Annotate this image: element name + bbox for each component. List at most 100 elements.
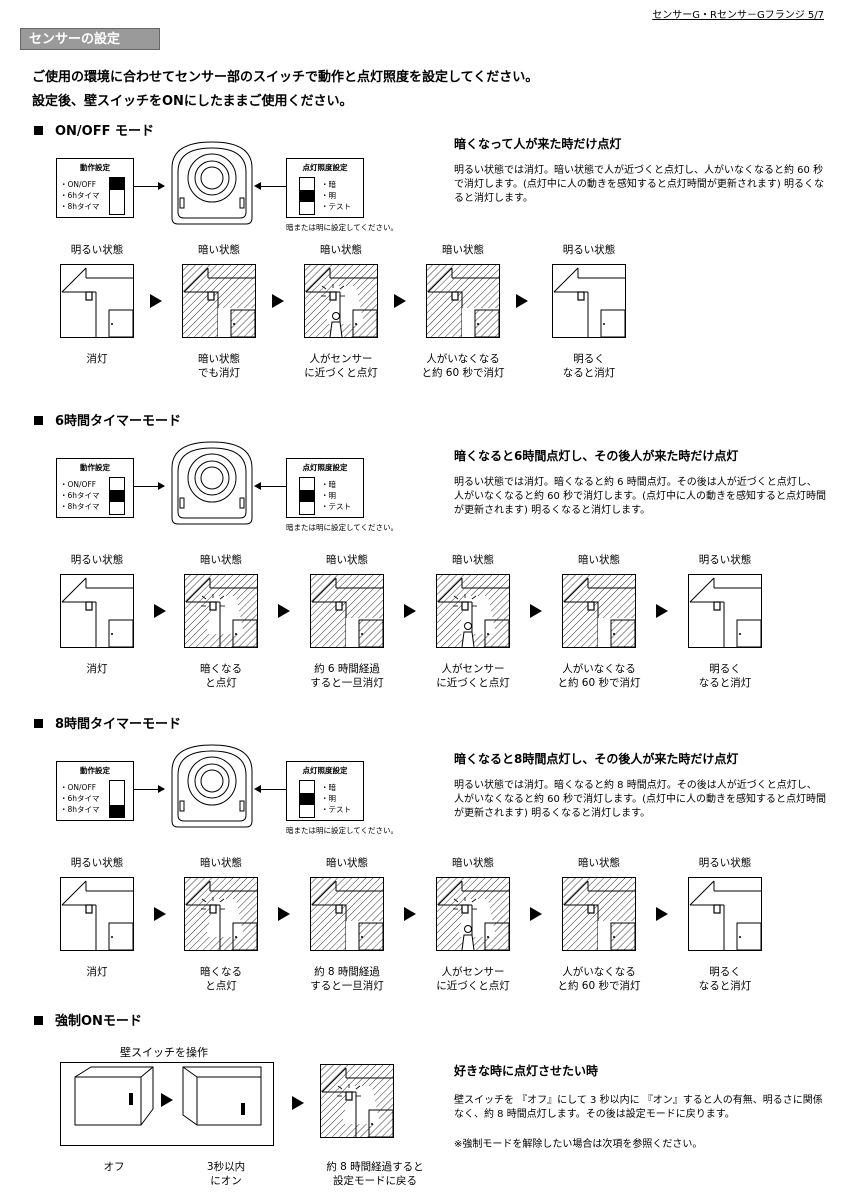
state-label: 明るい状態 (698, 857, 752, 869)
room-illustration (60, 877, 134, 951)
state-label: 暗い状態 (326, 857, 368, 869)
switch-option: ・テスト (321, 805, 351, 814)
sensor-unit-icon (166, 438, 258, 528)
force-desc-title: 好きな時に点灯させたい時 (454, 1064, 599, 1078)
state-label: 明るい状態 (698, 554, 752, 566)
arrow-right-icon (154, 604, 166, 618)
mode-desc-title: 暗くなると6時間点灯し、その後人が来た時だけ点灯 (454, 449, 739, 463)
room-state-3 (436, 877, 510, 951)
arrow-right-icon (278, 604, 290, 618)
setting-note: 暗または明に設定してください。 (286, 826, 399, 835)
room-state-1 (184, 574, 258, 648)
connector-line (134, 789, 164, 790)
action-setting-switch: 動作設定・ON/OFF・6hタイマ・8hタイマ (56, 761, 134, 821)
state-caption: 暗くなる と点灯 (200, 966, 242, 992)
wall-switch-panel (60, 1062, 274, 1146)
state-caption: 約 8 時間経過 すると一旦消灯 (310, 966, 384, 992)
toggle-slot (299, 780, 315, 818)
toggle-knob (110, 805, 124, 817)
wall-switch-label: 壁スイッチを操作 (120, 1046, 208, 1059)
room-state-3 (436, 574, 510, 648)
arrow-right-icon (292, 1096, 304, 1110)
sensor-unit-icon (166, 138, 258, 228)
switch-title: 点灯照度設定 (302, 463, 348, 472)
switch-option: ・暗 (321, 783, 336, 792)
room-state-2 (310, 574, 384, 648)
light-level-switch: 点灯照度設定・暗・明・テスト (286, 761, 364, 821)
state-label: 暗い状態 (200, 554, 242, 566)
force-caption-off: オフ (103, 1161, 125, 1173)
room-illustration (184, 574, 258, 648)
arrow-left-icon (254, 182, 261, 190)
state-caption: 消灯 (86, 353, 108, 365)
switch-option: ・暗 (321, 180, 336, 189)
room-state-5 (688, 877, 762, 951)
state-label: 暗い状態 (452, 857, 494, 869)
toggle-knob (300, 490, 314, 502)
arrow-right-icon (530, 604, 542, 618)
sensor-unit-icon (166, 741, 258, 831)
room-illustration (562, 574, 636, 648)
bullet-square-icon (34, 416, 43, 425)
connector-line (134, 186, 164, 187)
room-state-4 (552, 264, 626, 338)
connector-line (260, 789, 286, 790)
room-state-1 (182, 264, 256, 338)
mode-title: 8時間タイマーモード (55, 717, 182, 732)
toggle-slot (109, 477, 125, 515)
intro-line-1: ご使用の環境に合わせてセンサー部のスイッチで動作と点灯照度を設定してください。 (32, 70, 539, 85)
state-caption: 明るく なると消灯 (698, 663, 752, 689)
arrow-right-icon (404, 907, 416, 921)
mode-desc: 明るい状態では消灯。暗くなると約 8 時間点灯。その後は人が近づくと点灯し、人が… (454, 780, 826, 819)
room-illustration (60, 264, 134, 338)
toggle-knob (110, 490, 124, 502)
state-label: 暗い状態 (578, 857, 620, 869)
switch-option: ・テスト (321, 202, 351, 211)
toggle-slot (109, 177, 125, 215)
room-illustration (310, 877, 384, 951)
room-state-4 (562, 877, 636, 951)
state-caption: 暗い状態 でも消灯 (198, 353, 240, 379)
room-illustration (310, 574, 384, 648)
switch-option: ・6hタイマ (60, 794, 100, 803)
room-illustration (60, 574, 134, 648)
mode-desc: 明るい状態では消灯。暗くなると約 6 時間点灯。その後は人が近づくと点灯し、人が… (454, 477, 826, 516)
switch-option: ・6hタイマ (60, 491, 100, 500)
room-illustration (426, 264, 500, 338)
arrow-right-icon (158, 785, 165, 793)
toggle-slot (299, 477, 315, 515)
toggle-knob (300, 190, 314, 202)
state-label: 明るい状態 (70, 244, 124, 256)
arrow-right-icon (158, 482, 165, 490)
state-label: 明るい状態 (70, 857, 124, 869)
arrow-right-icon (272, 294, 284, 308)
room-illustration (436, 877, 510, 951)
state-label: 暗い状態 (326, 554, 368, 566)
arrow-right-icon (394, 294, 406, 308)
force-mode-title: 強制ONモード (55, 1014, 142, 1029)
intro-line-2: 設定後、壁スイッチをONにしたままご使用ください。 (32, 94, 353, 109)
force-note: ※強制モードを解除したい場合は次項を参照ください。 (454, 1139, 703, 1150)
state-caption: 消灯 (86, 966, 108, 978)
mode-desc-title: 暗くなると8時間点灯し、その後人が来た時だけ点灯 (454, 752, 739, 766)
switch-option: ・ON/OFF (60, 783, 97, 792)
state-caption: 消灯 (86, 663, 108, 675)
room-illustration (320, 1064, 394, 1138)
switch-option: ・暗 (321, 480, 336, 489)
connector-line (260, 186, 286, 187)
toggle-slot (109, 780, 125, 818)
state-caption: 人がセンサー に近づくと点灯 (436, 966, 510, 992)
mode-desc-title: 暗くなって人が来た時だけ点灯 (454, 137, 622, 151)
state-caption: 人がセンサー に近づくと点灯 (436, 663, 510, 689)
header-title: センサーG・Rセンサ－Gフランジ (652, 10, 805, 21)
setting-note: 暗または明に設定してください。 (286, 223, 399, 232)
state-label: 暗い状態 (578, 554, 620, 566)
room-state-4 (562, 574, 636, 648)
switch-option: ・明 (321, 491, 336, 500)
force-desc: 壁スイッチを 『オフ』にして 3 秒以内に 『オン』すると人の有無、明るさに関係… (454, 1095, 823, 1120)
mode-heading: 8時間タイマーモード (34, 713, 181, 732)
light-level-switch: 点灯照度設定・暗・明・テスト (286, 458, 364, 518)
room-state-3 (426, 264, 500, 338)
switch-title: 点灯照度設定 (302, 163, 348, 172)
section-title: センサーの設定 (20, 28, 160, 50)
